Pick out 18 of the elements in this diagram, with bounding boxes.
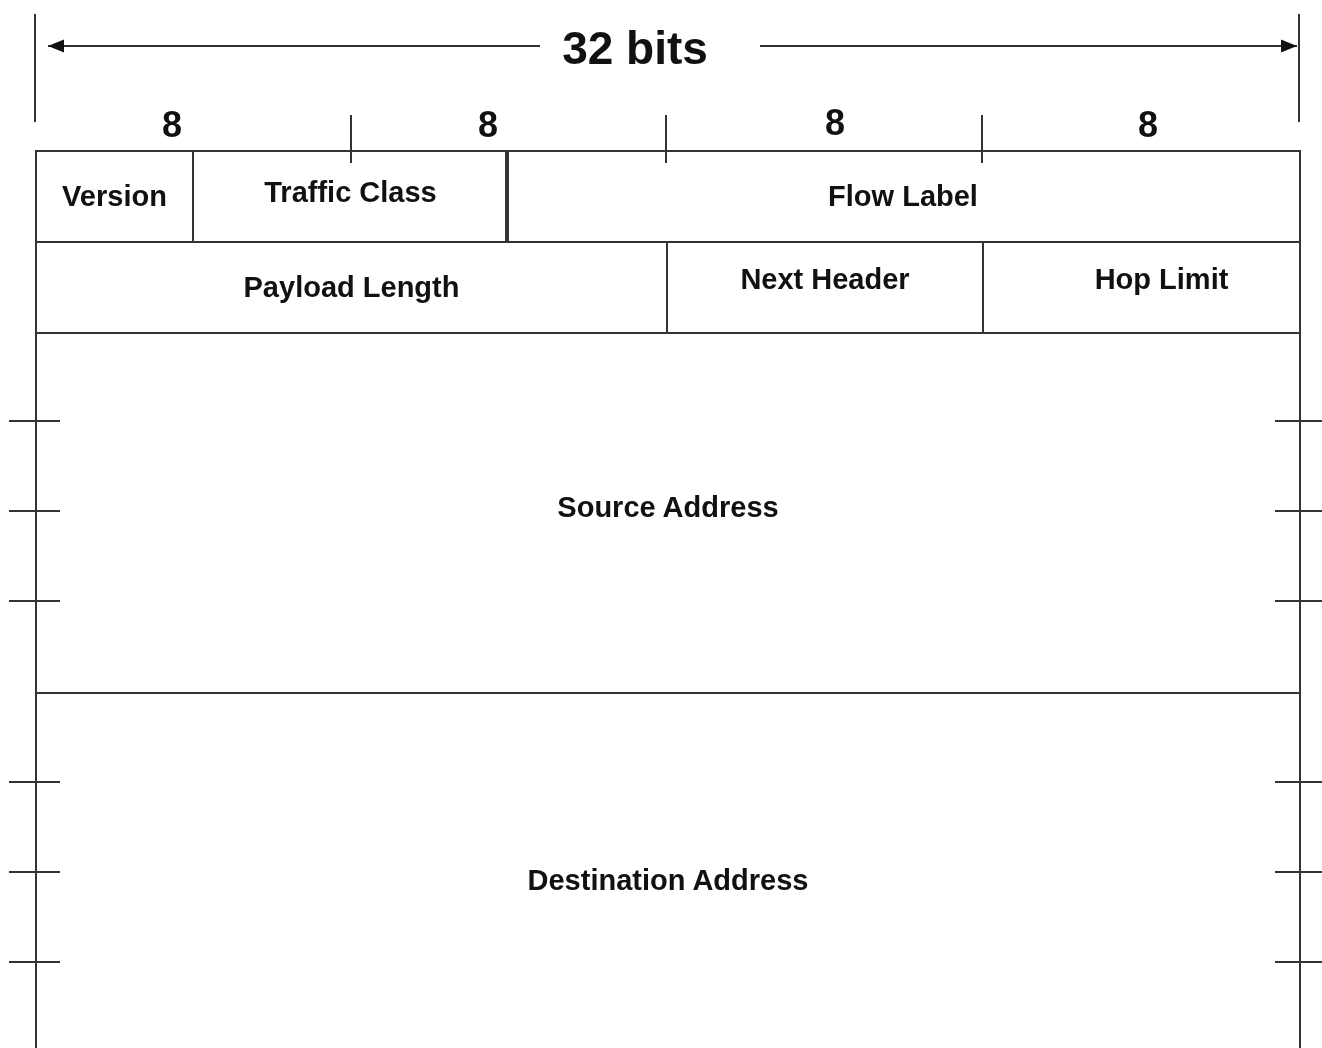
header-field [35, 692, 1301, 1048]
field-name: Payload Length [243, 271, 460, 304]
field-name: Destination Address [527, 863, 809, 897]
bit-count: 8 [478, 107, 498, 143]
header-field [192, 150, 509, 243]
field-name: Flow Label [828, 180, 978, 213]
bit-count: 8 [1138, 107, 1158, 143]
field-name: Next Header [740, 263, 910, 296]
header-field [505, 150, 1301, 243]
field-name: Version [62, 180, 167, 213]
field-name: Hop Limit [1094, 263, 1229, 296]
bit-count: 8 [162, 107, 182, 143]
header-field [35, 150, 194, 243]
header-field [35, 332, 1301, 694]
field-name: Source Address [557, 490, 779, 524]
field-name: Traffic Class [264, 176, 437, 209]
bit-count: 8 [825, 105, 845, 141]
width-label: 32 bits [562, 25, 708, 71]
